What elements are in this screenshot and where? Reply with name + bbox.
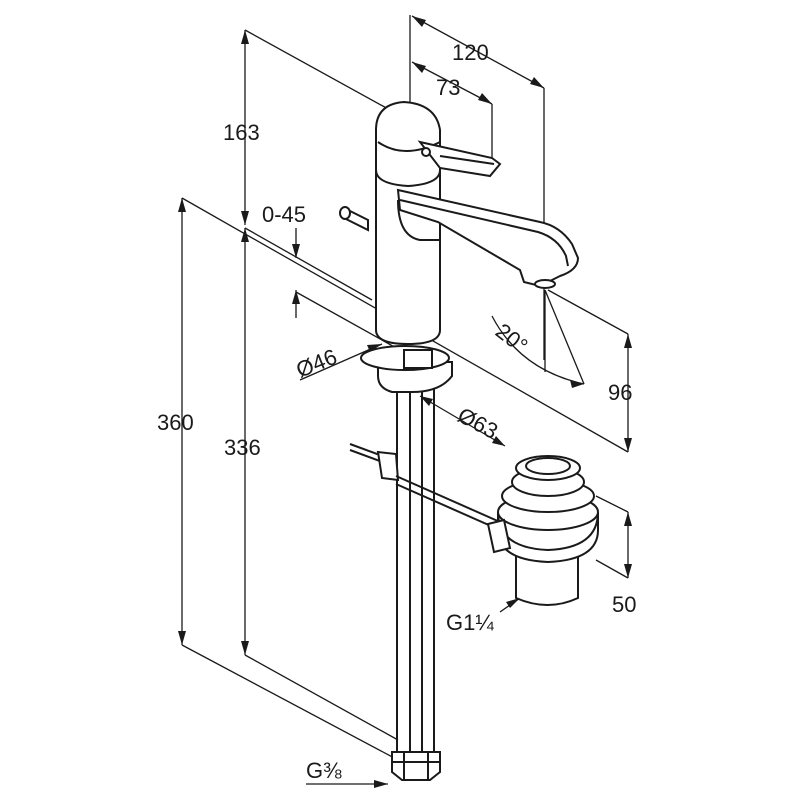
label-waste-thread: G1¼ <box>446 610 494 635</box>
arrowhead <box>570 380 584 388</box>
label-waste-height: 50 <box>612 592 636 617</box>
arrowhead <box>492 436 505 446</box>
mounting-base <box>360 345 453 393</box>
dimension-line-73 <box>411 61 493 105</box>
leader-line-46 <box>299 343 383 381</box>
label-width-total: 120 <box>452 40 489 65</box>
arrowhead <box>241 211 249 225</box>
arrowhead <box>292 244 300 258</box>
label-height-total: 360 <box>157 410 194 435</box>
extension-line-50-bottom <box>595 559 629 579</box>
arrowhead <box>530 77 544 88</box>
reference-line-bottom-360 <box>181 644 399 761</box>
waste-drain <box>486 455 599 606</box>
arrowhead <box>178 198 186 212</box>
arrowhead <box>506 598 520 608</box>
label-spout-height: 96 <box>608 380 632 405</box>
label-height-mount: 336 <box>224 435 261 460</box>
drain-rod <box>349 443 501 531</box>
label-hole-diameter: Ø63 <box>454 402 502 444</box>
label-base-diameter: Ø46 <box>293 344 341 383</box>
spout-angle-line <box>544 289 585 385</box>
supply-hoses <box>396 370 435 752</box>
label-height-to-spout: 163 <box>223 120 260 145</box>
arrowhead <box>292 290 300 304</box>
reference-line-mount <box>244 227 373 301</box>
arrowhead <box>412 62 426 73</box>
faucet <box>339 100 599 781</box>
extension-line-96-top <box>547 289 629 335</box>
arrowhead <box>241 30 249 44</box>
label-lever-angle: 0-45 <box>262 202 306 227</box>
arrowhead <box>478 93 492 104</box>
arrowhead <box>624 438 632 452</box>
arrowhead <box>420 396 433 406</box>
supply-nut <box>391 751 441 781</box>
arrowhead <box>374 780 388 788</box>
arrowhead <box>624 564 632 578</box>
arrowhead <box>178 631 186 645</box>
extension-line-163-top <box>244 29 391 111</box>
label-spout-reach: 73 <box>436 75 460 100</box>
arrowhead <box>624 512 632 526</box>
label-supply-thread: G⅜ <box>306 758 342 783</box>
reference-line-bottom-336 <box>244 654 399 741</box>
dimension-lines <box>178 15 632 788</box>
arrowhead <box>412 16 426 27</box>
arrowhead <box>241 228 249 242</box>
popup-knob <box>339 206 369 232</box>
spout <box>396 188 580 289</box>
lever-handle <box>375 100 502 188</box>
dimension-labels: 120 73 163 0-45 360 336 Ø46 20° 96 Ø63 5… <box>157 40 636 783</box>
arrowhead <box>624 334 632 348</box>
arrowhead <box>241 641 249 655</box>
dimension-line-120 <box>411 15 545 89</box>
extension-line-50-top <box>595 495 629 513</box>
